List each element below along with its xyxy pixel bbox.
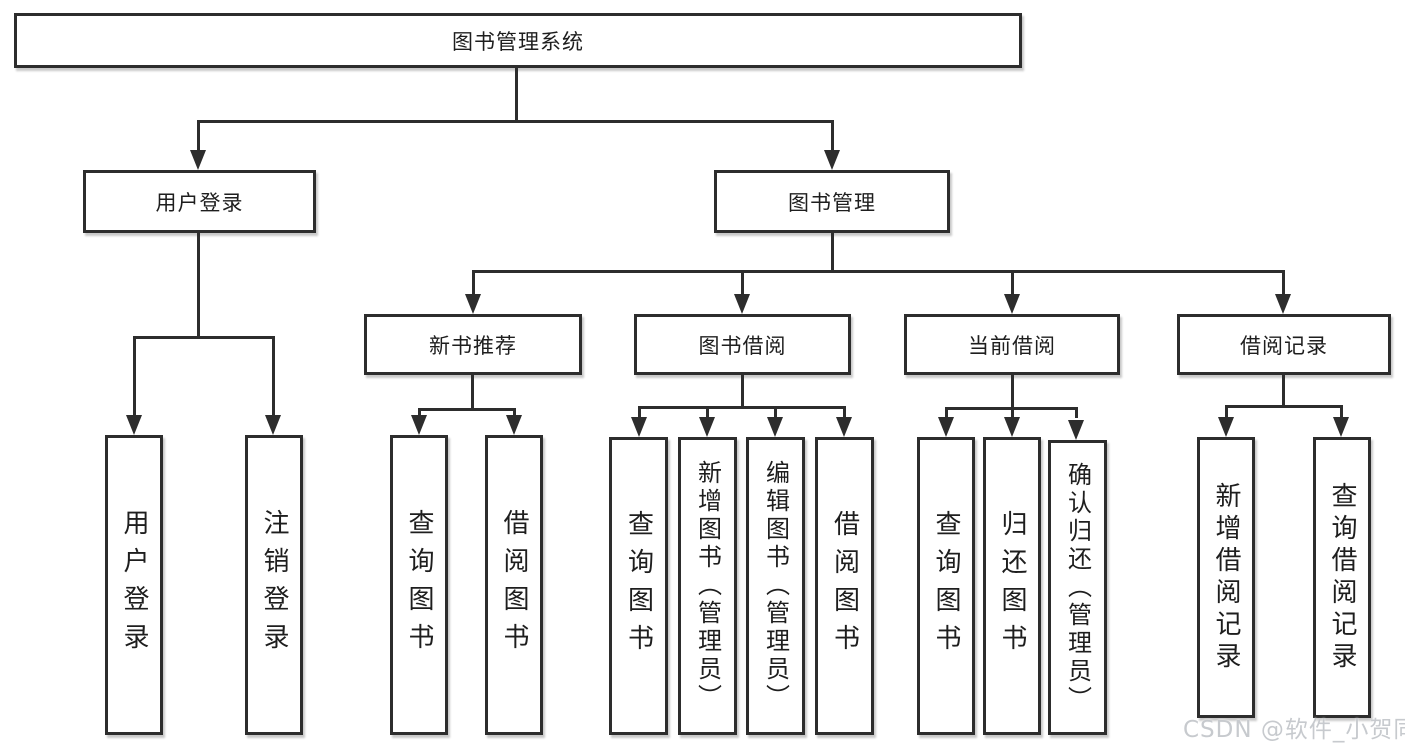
connector-line [472, 270, 475, 295]
connector-line [741, 270, 744, 295]
arrow-down-icon [506, 415, 522, 435]
arrow-down-icon [411, 415, 427, 435]
connector-line [1011, 375, 1014, 407]
node-leaf-query-books-2: 查询图书 [609, 437, 668, 735]
arrow-down-icon [938, 417, 954, 437]
connector-line [831, 120, 834, 152]
connector-line [638, 406, 641, 418]
connector-line [1011, 407, 1014, 418]
connector-line [515, 68, 518, 120]
node-leaf-return-books: 归还图书 [983, 437, 1041, 735]
connector-line [706, 406, 709, 418]
connector-line [1282, 270, 1285, 295]
arrow-down-icon [836, 417, 852, 437]
connector-line [272, 336, 275, 416]
node-book-borrow-label: 图书借阅 [698, 333, 787, 358]
node-book-management: 图书管理 [714, 170, 950, 233]
node-leaf-borrow-books-2: 借阅图书 [815, 437, 874, 735]
connector-line [1340, 405, 1343, 418]
connector-line [197, 120, 200, 152]
node-current-borrow-label: 当前借阅 [968, 333, 1056, 358]
csdn-watermark: CSDN @软件_小贺同学 [1183, 717, 1405, 743]
node-book-management-label: 图书管理 [788, 190, 876, 215]
arrow-down-icon [1333, 417, 1349, 437]
node-leaf-edit-books-admin: 编辑图书（管理员） [746, 437, 805, 735]
connector-line [638, 406, 846, 409]
node-new-book-recommend: 新书推荐 [364, 314, 582, 375]
node-leaf-user-login: 用户登录 [105, 435, 163, 735]
node-borrow-records: 借阅记录 [1177, 314, 1391, 375]
arrow-down-icon [734, 294, 750, 314]
node-leaf-confirm-return-admin: 确认归还（管理员） [1048, 440, 1107, 735]
connector-line [1011, 270, 1014, 295]
arrow-down-icon [190, 150, 206, 170]
node-user-login: 用户登录 [83, 170, 316, 233]
connector-line [1225, 405, 1343, 408]
node-leaf-add-borrow-record: 新增借阅记录 [1197, 437, 1255, 718]
arrow-down-icon [1275, 294, 1291, 314]
connector-line [843, 406, 846, 418]
arrow-down-icon [699, 417, 715, 437]
connector-line [197, 120, 834, 123]
arrow-down-icon [265, 415, 281, 435]
connector-line [741, 375, 744, 406]
connector-line [1282, 375, 1285, 405]
node-leaf-borrow-books-1: 借阅图书 [485, 435, 543, 735]
arrow-down-icon [1004, 294, 1020, 314]
node-leaf-query-books-3: 查询图书 [917, 437, 975, 735]
connector-line [418, 408, 421, 418]
arrow-down-icon [767, 417, 783, 437]
connector-line [133, 336, 275, 339]
connector-line [471, 375, 474, 408]
arrow-down-icon [1004, 417, 1020, 437]
node-borrow-records-label: 借阅记录 [1240, 333, 1328, 358]
connector-line [418, 408, 516, 411]
node-new-book-recommend-label: 新书推荐 [429, 333, 517, 358]
connector-line [513, 408, 516, 418]
arrow-down-icon [824, 150, 840, 170]
connector-line [1225, 405, 1228, 418]
node-root-label: 图书管理系统 [452, 29, 584, 54]
arrow-down-icon [631, 417, 647, 437]
arrow-down-icon [126, 415, 142, 435]
connector-line [774, 406, 777, 418]
connector-line [197, 233, 200, 336]
connector-line [1075, 407, 1078, 418]
node-book-borrow: 图书借阅 [634, 314, 851, 375]
connector-line [831, 233, 834, 270]
node-leaf-query-borrow-record: 查询借阅记录 [1313, 437, 1371, 718]
connector-line [945, 407, 948, 418]
node-leaf-add-books-admin: 新增图书（管理员） [678, 437, 737, 735]
arrow-down-icon [1218, 417, 1234, 437]
node-leaf-logout: 注销登录 [245, 435, 303, 735]
connector-line [472, 270, 1285, 273]
node-user-login-label: 用户登录 [155, 190, 244, 215]
arrow-down-icon [465, 294, 481, 314]
connector-line [133, 336, 136, 416]
node-root: 图书管理系统 [14, 13, 1022, 68]
node-leaf-query-books-1: 查询图书 [390, 435, 448, 735]
node-current-borrow: 当前借阅 [904, 314, 1120, 375]
arrow-down-icon [1068, 420, 1084, 440]
